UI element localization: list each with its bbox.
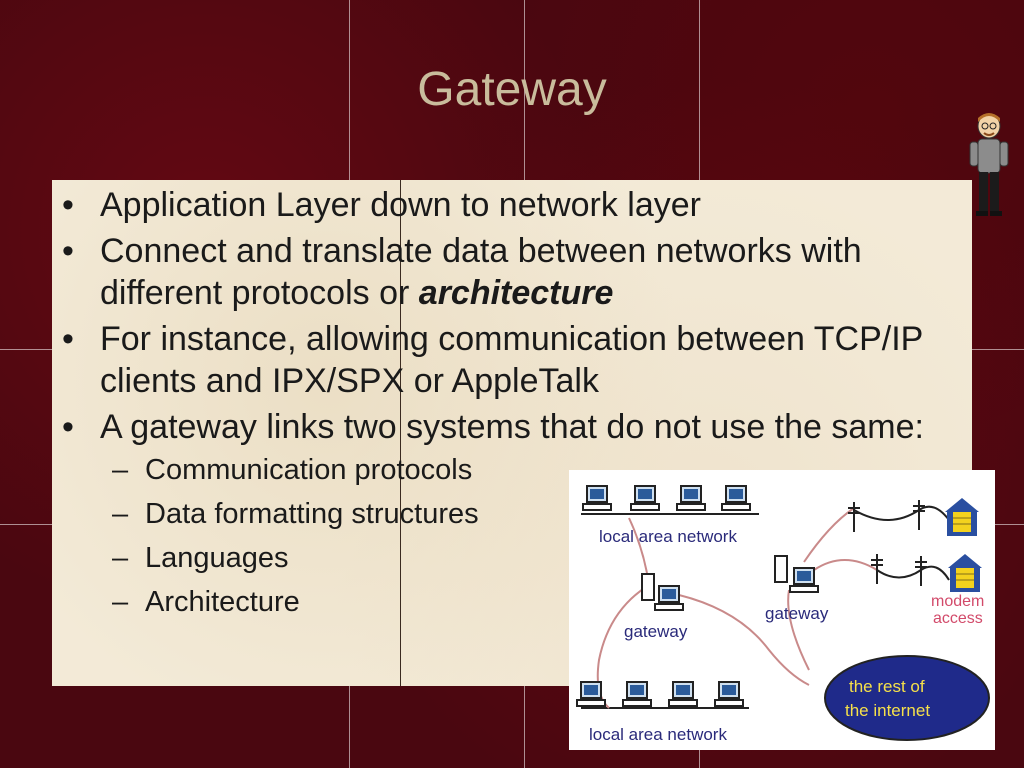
sub-bullet-item: Languages [60,536,960,580]
computer-icon [630,485,660,511]
gateway-right [774,555,819,593]
computer-icon [721,485,751,511]
bullet-text: A gateway links two systems that do not … [100,408,924,446]
slide-title: Gateway [417,63,607,116]
computer-icon [622,681,652,707]
sub-bullet-item: Data formatting structures [60,492,960,536]
bullet-emphasis: architecture [418,274,614,312]
sub-bullet-text: Data formatting structures [145,498,479,530]
internet-label-line1: the rest of [849,677,925,696]
utility-pole-icon [914,555,928,587]
internet-cloud [824,655,990,741]
bullet-list: Application Layer down to network layer … [60,180,960,624]
utility-pole-icon [870,553,884,585]
utility-pole-icon [847,501,861,533]
bullet-item: Application Layer down to network layer [60,184,960,226]
sub-bullet-text: Architecture [145,586,300,618]
sub-bullet-item: Architecture [60,580,960,624]
gateway-left [641,573,684,611]
gateway-left-label: gateway [624,622,688,641]
computer-icon [676,485,706,511]
sub-bullet-text: Communication protocols [145,454,473,486]
computer-icon [714,681,744,707]
bullet-item: A gateway links two systems that do not … [60,406,980,448]
house-icon [944,497,980,537]
bullet-text: For instance, allowing communication bet… [100,320,923,400]
gateway-right-label: gateway [765,604,829,623]
bullet-item: Connect and translate data between netwo… [60,230,960,314]
bullet-item: For instance, allowing communication bet… [60,318,960,402]
computer-icon [654,585,684,611]
internet-label-line2: the internet [845,701,930,720]
computer-icon [582,485,612,511]
computer-icon [789,567,819,593]
computer-icon [668,681,698,707]
lan-top-computers [582,485,751,511]
lan-top-label: local area network [599,527,737,546]
bullet-text: Connect and translate data between netwo… [100,232,862,312]
lan-bottom-computers [576,681,744,707]
computer-icon [576,681,606,707]
lan-bottom-label: local area network [589,725,727,744]
house-icon [947,553,983,593]
bullet-text: Application Layer down to network layer [100,186,701,224]
sub-bullet-text: Languages [145,542,289,574]
gateway-network-diagram: local area network gateway gateway modem… [569,470,995,750]
sub-bullet-item: Communication protocols [60,448,960,492]
person-icon [969,113,1009,216]
utility-pole-icon [912,499,926,531]
